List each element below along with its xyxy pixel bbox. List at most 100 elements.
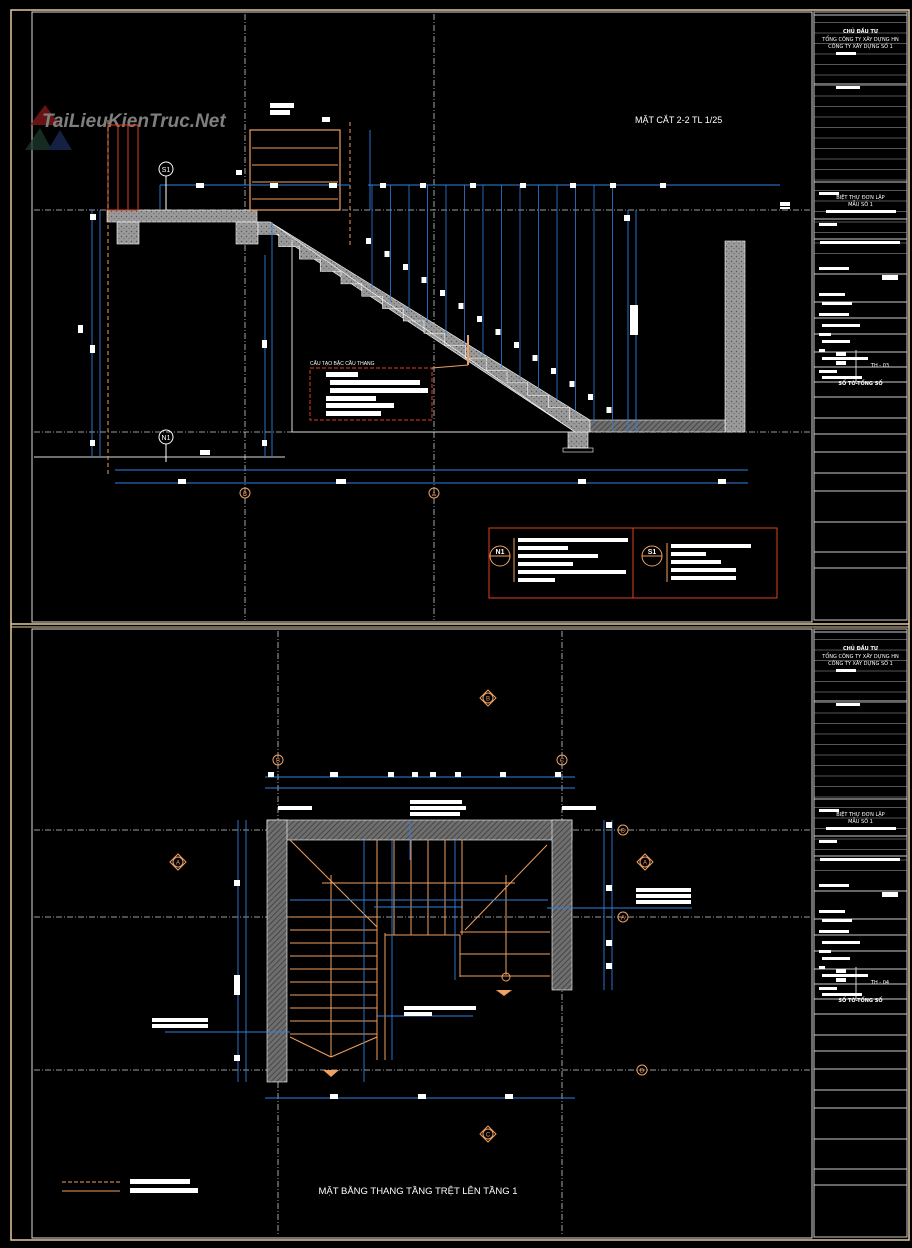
- title-block-field: [819, 349, 825, 352]
- sheet-number: TH - 04: [870, 980, 889, 986]
- dim-text-block: [636, 888, 691, 892]
- title-block-field: [882, 892, 898, 897]
- axis-bubble: C: [479, 1125, 497, 1143]
- axis-label: B: [243, 492, 247, 498]
- dim-text-block: [268, 772, 274, 777]
- dim-text-block: [780, 207, 790, 209]
- watermark-text: TaiLieuKienTruc.Net: [42, 111, 226, 132]
- title-block-field: [836, 669, 856, 672]
- title-block-field: [836, 352, 846, 356]
- dim-text-block: [630, 305, 638, 335]
- dim-text-block: [262, 340, 267, 348]
- axis-bubble: B: [479, 689, 497, 707]
- dim-text-block: [780, 202, 790, 206]
- dim-text-block: [410, 812, 460, 816]
- bottom-grid-lines: [34, 631, 812, 1236]
- title-block-field: [819, 370, 837, 373]
- dim-text-block: [330, 1094, 338, 1099]
- dim-text-block: [404, 1012, 432, 1016]
- axis-bubble-b-top: B: [239, 487, 251, 499]
- section-outline: [34, 120, 746, 475]
- title-block-field: [826, 827, 896, 830]
- axis-bubble: B: [617, 824, 629, 836]
- dim-text-block: [330, 772, 338, 777]
- dim-text-block: [412, 772, 418, 777]
- title-block-owner-label: CHỦ ĐẦU TƯ: [843, 26, 879, 35]
- dim-text-block: [555, 772, 561, 777]
- axis-label: B: [621, 829, 625, 835]
- marker-n1: N1: [158, 429, 174, 462]
- dim-text-block: [606, 407, 612, 413]
- title-block-field: [836, 978, 846, 982]
- plan-title: MẶT BẰNG THANG TẦNG TRỆT LÊN TẦNG 1: [318, 1186, 517, 1197]
- dim-text-block: [234, 880, 240, 886]
- dim-text-block: [262, 440, 267, 446]
- sheet-frames: [10, 9, 910, 1241]
- title-block-field: [819, 966, 825, 969]
- axis-label: B: [276, 759, 280, 765]
- title-block-field: [819, 809, 839, 812]
- title-block-project-line2: MẪU SỐ 1: [848, 200, 873, 208]
- title-block-field: [882, 275, 898, 280]
- axis-label: D: [640, 1069, 645, 1075]
- title-block-field: [836, 361, 846, 365]
- axis-label: C: [560, 759, 565, 765]
- title-block-field: [819, 267, 849, 270]
- dim-text-block: [430, 772, 436, 777]
- dim-text-block: [610, 183, 616, 188]
- stair-step-profile: [257, 221, 591, 433]
- title-block-field: [819, 930, 849, 933]
- dim-text-block: [570, 183, 576, 188]
- axis-label: C: [486, 1133, 491, 1139]
- dim-text-block: [455, 772, 461, 777]
- dim-text-block: [588, 394, 593, 400]
- dim-text-block: [477, 316, 482, 322]
- title-block-field: [822, 302, 852, 305]
- title-block-field: [822, 941, 860, 944]
- stair-plan: [266, 819, 573, 1083]
- title-block-field: [819, 840, 837, 843]
- title-block-field: [819, 910, 845, 913]
- marker-s1: S1: [158, 161, 174, 210]
- detail-callout: CẤU TẠO BẬC CẦU THANG: [309, 360, 469, 421]
- dim-text-block: [234, 1055, 240, 1061]
- axis-bubble-a-top: A: [428, 487, 440, 499]
- title-block-project-line2: MẪU SỐ 1: [848, 817, 873, 825]
- title-block-field: [822, 974, 868, 977]
- dim-text-block: [380, 183, 386, 188]
- dim-text-block: [606, 963, 612, 969]
- dim-text-block: [418, 1094, 426, 1099]
- axis-bubble: A: [636, 853, 654, 871]
- title-block-field: [819, 987, 837, 990]
- dim-text-block: [420, 183, 426, 188]
- dim-text-block: [500, 772, 506, 777]
- title-block-field: [836, 969, 846, 973]
- step-dimension-lines: [371, 185, 613, 430]
- dim-text-block: [236, 170, 242, 175]
- title-block-company-parent: TỔNG CÔNG TY XÂY DỰNG HN: [821, 652, 899, 660]
- dim-text-block: [278, 806, 312, 810]
- dim-text-block: [520, 183, 526, 188]
- title-block-field: [822, 340, 850, 343]
- title-block-field: [819, 223, 837, 226]
- dim-text-block: [90, 214, 96, 220]
- dim-text-block: [410, 806, 466, 810]
- axis-bubble: A: [169, 853, 187, 871]
- dim-text-block: [532, 355, 538, 361]
- dim-text-block: [270, 183, 278, 188]
- dim-text-block: [458, 303, 464, 309]
- title-block-field: [819, 333, 831, 336]
- detail-title: CẤU TẠO BẬC CẦU THANG: [310, 360, 375, 367]
- title-block-field: [836, 703, 860, 706]
- title-block-sheet-footer: SỐ TỜ-TỔNG SỐ: [838, 379, 882, 387]
- title-block-field: [820, 858, 900, 861]
- title-block-project-line1: BIỆT THỰ ĐƠN LẬP: [836, 193, 884, 201]
- dim-text-block: [505, 1094, 513, 1099]
- marker-n1-label: N1: [162, 435, 171, 442]
- plan-dimension-text-blocks: [152, 772, 691, 1099]
- axis-label: A: [176, 861, 180, 867]
- dim-text-block: [90, 345, 95, 353]
